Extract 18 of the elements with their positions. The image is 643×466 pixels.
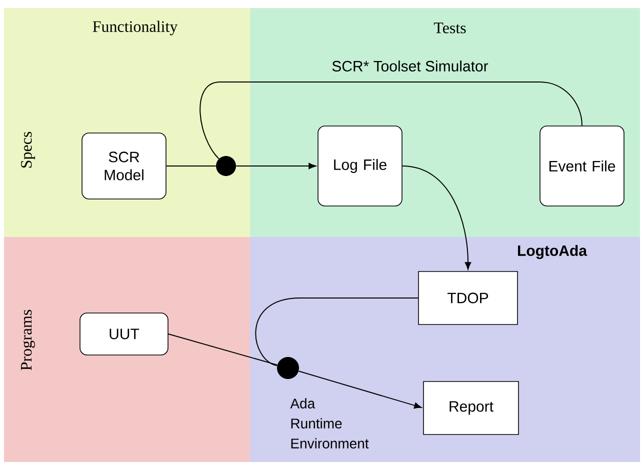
edge-label: LogtoAda: [518, 244, 588, 260]
heading: Specs: [21, 132, 35, 168]
junction-dot: [277, 356, 299, 379]
process-box: SCR Model: [82, 132, 166, 200]
heading: Functionality: [92, 20, 178, 36]
arrow: [402, 166, 472, 270]
heading: Programs: [21, 310, 35, 370]
edge-label: SCR* Toolset Simulator: [332, 60, 488, 72]
process-box: UUT: [80, 312, 168, 356]
junction-dot: [216, 156, 236, 176]
process-box: TDOP: [418, 271, 518, 325]
process-box: Log File: [318, 126, 402, 206]
process-box: Event File: [540, 126, 624, 206]
beside-text: Ada Runtime Environment: [290, 398, 369, 448]
process-box: Report: [423, 381, 519, 435]
arrow: [298, 370, 422, 409]
arrow: [236, 162, 316, 170]
heading: Tests: [434, 22, 466, 34]
